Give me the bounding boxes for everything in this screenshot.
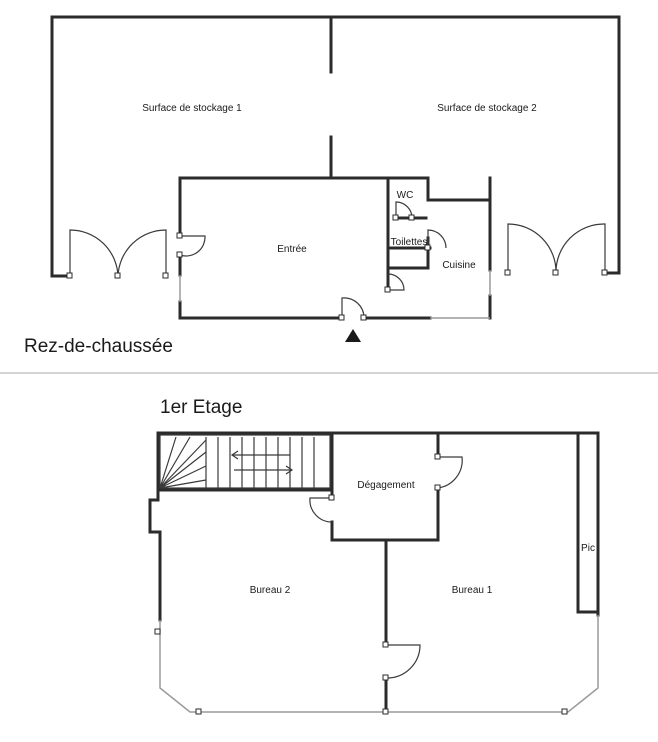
office-door: [385, 644, 421, 679]
first-floor-plan: 1er Etage: [148, 397, 600, 715]
entrance-interior-door: [179, 235, 206, 257]
first-floor-title: 1er Etage: [160, 397, 242, 418]
shaft-label: Pic: [581, 543, 595, 554]
ground-floor-plan: Surface de stockage 1 Surface de stockag…: [24, 15, 621, 357]
kitchen-door: [427, 229, 447, 249]
entrance-label: Entrée: [277, 244, 307, 255]
first-floor-facade-window: [159, 615, 599, 713]
toilets-door: [387, 273, 405, 291]
stair-arrow-left-icon: [230, 450, 290, 460]
entrance-arrow-icon: [345, 329, 361, 342]
first-floor-outer-wall: [148, 431, 600, 622]
wc-label: WC: [397, 190, 414, 201]
landing-bottom-wall: [330, 486, 440, 542]
first-floor-hinges: [154, 453, 568, 715]
landing-door: [309, 497, 333, 523]
kitchen-top-wall: [426, 176, 492, 202]
ground-floor-title: Rez-de-chaussée: [24, 336, 173, 357]
office-1-door-top: [437, 456, 463, 489]
main-door: [341, 297, 365, 319]
right-double-door: [507, 223, 606, 274]
inner-wall-left: [178, 176, 390, 238]
staircase: [159, 434, 331, 489]
storage-2-label: Surface de stockage 2: [437, 103, 537, 114]
storage-1-label: Surface de stockage 1: [142, 103, 242, 114]
wc-block-wall: [386, 176, 430, 200]
office-1-label: Bureau 1: [452, 585, 493, 596]
left-double-door: [69, 229, 167, 277]
stair-arrow-right-icon: [234, 465, 294, 475]
office-2-label: Bureau 2: [250, 585, 291, 596]
kitchen-label: Cuisine: [442, 260, 476, 271]
storage-outer-wall: [50, 15, 621, 278]
landing-label: Dégagement: [357, 480, 414, 491]
ground-floor-hinges: [66, 214, 608, 321]
toilets-label: Toilettes: [391, 237, 428, 248]
